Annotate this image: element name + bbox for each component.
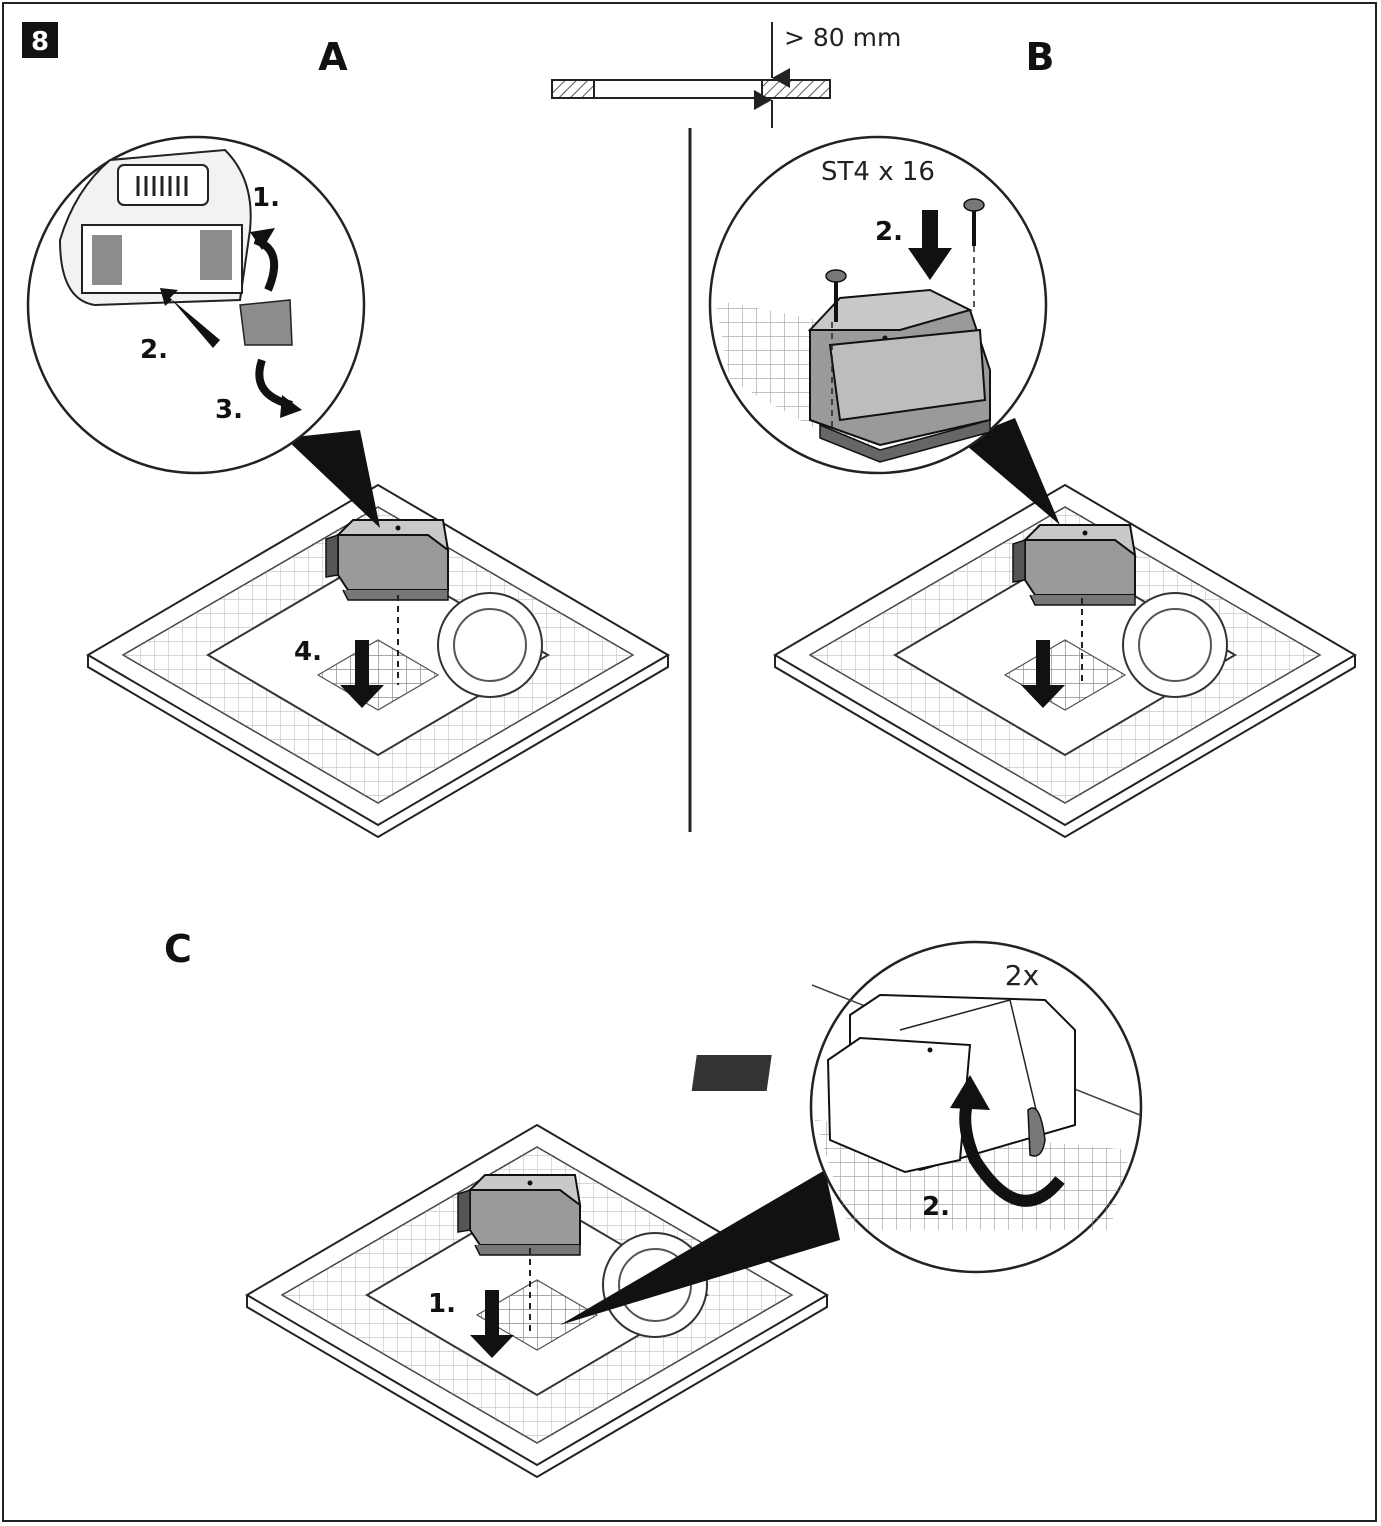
- panel-c: C 1.: [164, 927, 1143, 1478]
- panel-a: A 4.: [26, 35, 669, 838]
- panel-c-step-2: 2.: [922, 1192, 950, 1222]
- quantity-label: 2x: [1005, 959, 1039, 992]
- down-arrow-icon: [908, 210, 952, 280]
- clearance-label: > 80 mm: [784, 23, 901, 52]
- figure-number: 8: [31, 27, 49, 57]
- panel-a-callout-pointer: [285, 430, 380, 528]
- panel-a-step-2: 2.: [140, 335, 168, 365]
- panel-b-callout-pointer: [960, 418, 1060, 525]
- push-arrow-icon: [160, 288, 220, 348]
- screw-spec-label: ST4 x 16: [821, 157, 935, 187]
- panel-b-step-2: 2.: [875, 217, 903, 247]
- panel-b-detail-magnifier: ST4 x 16 2.: [708, 135, 1048, 475]
- screw-icon: [963, 198, 985, 310]
- panel-c-callout-pointer: [560, 1170, 840, 1325]
- panel-a-detail-magnifier: 1. 2. 3.: [26, 135, 366, 475]
- rotate-arrow-icon: [959, 1098, 1065, 1207]
- down-arrow-icon: [470, 1290, 514, 1358]
- panel-c-label: C: [164, 927, 192, 971]
- down-arrow-icon: [340, 640, 384, 708]
- panel-c-step-1: 1.: [428, 1289, 456, 1319]
- panel-a-step-1: 1.: [252, 183, 280, 213]
- screw-icon: [825, 269, 847, 430]
- panel-b-label: B: [1026, 35, 1055, 79]
- panel-b: B: [708, 35, 1356, 838]
- panel-a-step-4: 4.: [294, 637, 322, 667]
- down-arrow-icon: [1021, 640, 1065, 708]
- panel-c-detail-magnifier: 2x 2.: [691, 940, 1143, 1274]
- panel-a-step-3: 3.: [215, 395, 243, 425]
- panel-a-label: A: [318, 35, 348, 79]
- clearance-dimension: > 80 mm: [551, 22, 901, 128]
- figure-number-badge: 8: [22, 22, 58, 58]
